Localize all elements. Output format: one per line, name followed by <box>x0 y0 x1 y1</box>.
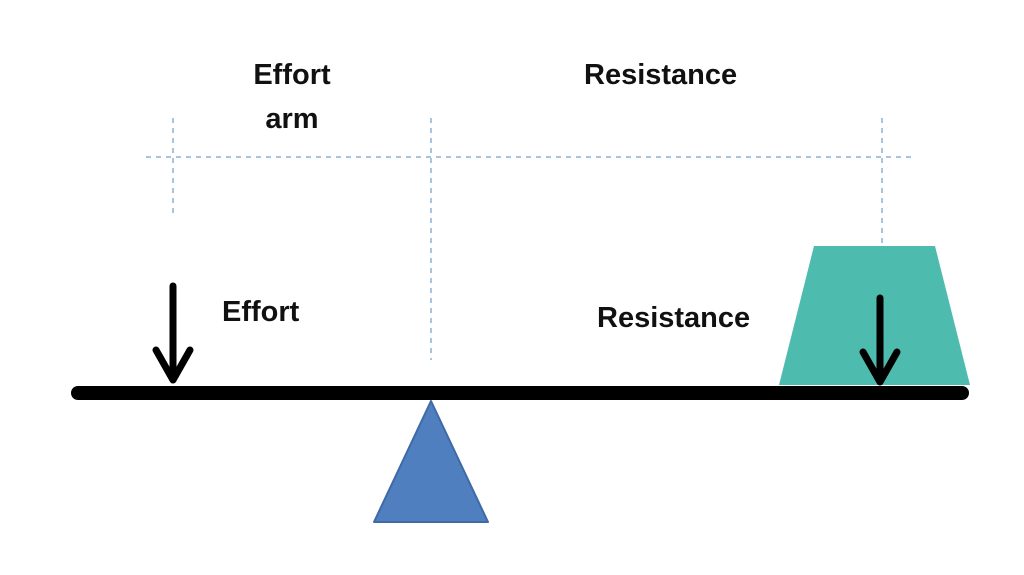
effort-arm-label-line1: Effort <box>253 59 331 91</box>
fulcrum-triangle <box>373 400 489 523</box>
resistance-load-block <box>779 246 970 385</box>
resistance-label: Resistance <box>597 302 751 334</box>
effort-label: Effort <box>222 296 300 328</box>
resistance-arrow-icon <box>859 294 901 386</box>
guide-lines <box>146 118 915 360</box>
resistance-arm-label: Resistance <box>584 59 738 91</box>
effort-arrow-icon <box>152 282 194 384</box>
effort-arm-label-line2: arm <box>265 103 319 135</box>
effort-arm-label: Effort arm <box>240 53 344 141</box>
